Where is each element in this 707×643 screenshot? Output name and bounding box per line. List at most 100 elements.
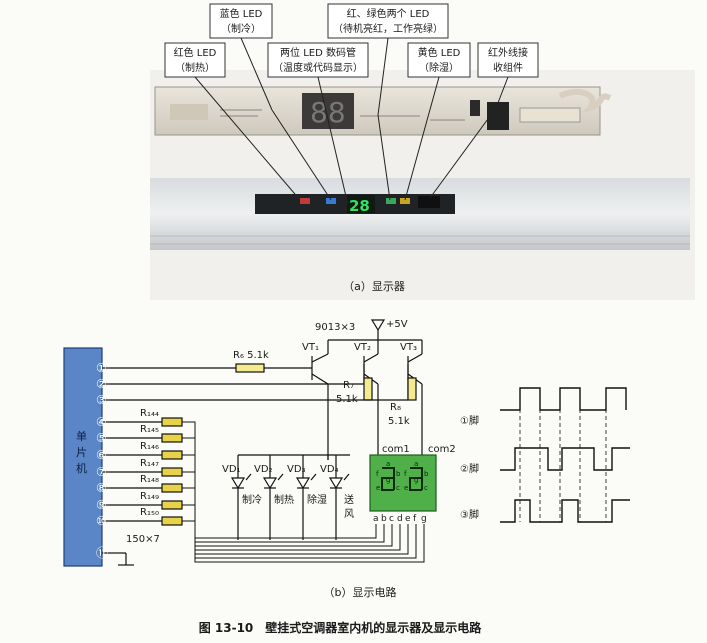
led-function: 除湿 (307, 493, 327, 506)
mcu-pin-7: ⑦ (96, 465, 107, 479)
callout-yellow-led-line1: 黄色 LED (418, 46, 461, 59)
ir-receiver-module (487, 102, 509, 130)
panel-digit-tube (347, 195, 375, 213)
digit-seg-label: e (376, 484, 380, 492)
mcu-pin-3: ③ (96, 393, 107, 407)
segment-resistor-label: R₁₄₈ (140, 474, 159, 485)
segment-resistor (161, 467, 183, 477)
segment-resistor (161, 500, 183, 510)
waveform-panel (500, 387, 630, 523)
led-label: VD₂ (254, 464, 273, 475)
panel-green-led (386, 198, 396, 204)
wave-label-pin1: ①脚 (460, 414, 479, 427)
mcu-pin-8: ⑧ (96, 481, 107, 495)
callout-red-green-led-line1: 红、绿色两个 LED (347, 7, 430, 20)
digit-glyph-1 (381, 467, 395, 491)
segment-letter-a: a (373, 514, 379, 524)
digit-glyph-2 (409, 467, 423, 491)
digit-seg-label: a (414, 460, 418, 468)
callout-red-led-line1: 红色 LED (174, 46, 217, 59)
resistor-r6 (235, 363, 265, 373)
segment-resistor-label: R₁₄₉ (140, 491, 159, 502)
led-label: VD₄ (320, 464, 339, 475)
pcb-digit-glyphs: 88 (310, 96, 346, 129)
vt1-label: VT₁ (302, 342, 319, 353)
r8-label: R₈ (390, 402, 401, 413)
r7-label: R₇ (343, 380, 354, 391)
mcu-pin-11: ⑪ (96, 546, 108, 560)
led-label: VD₃ (287, 464, 306, 475)
wave-label-pin2: ②脚 (460, 462, 479, 475)
segment-resistor (161, 516, 183, 526)
callout-ir-receiver-line2: 收组件 (493, 61, 523, 74)
segment-resistor-label: R₁₅₀ (140, 507, 159, 518)
panel-red-led (300, 198, 310, 204)
waveform-pin1 (500, 387, 627, 411)
mcu-pin-4: ④ (96, 415, 107, 429)
callout-yellow-led-line2: （除湿） (419, 61, 459, 74)
digit-module (369, 454, 437, 512)
vt2-label: VT₂ (354, 342, 371, 353)
segment-letter-e: e (405, 514, 411, 524)
mcu-label-1: 单 (76, 430, 87, 443)
led-symbol (295, 477, 311, 490)
segment-resistor (161, 483, 183, 493)
pcb-ir-part (470, 100, 480, 116)
segment-resistor (161, 417, 183, 427)
waveform-guides (519, 388, 607, 522)
callout-digit-tube-line2: （温度或代码显示） (273, 61, 363, 74)
transistor-type-label: 9013×3 (315, 322, 355, 333)
r7-value: 5.1k (336, 394, 358, 405)
pcb-silkscreen (170, 104, 465, 121)
resistor-r7 (363, 377, 373, 401)
callout-red-led-line2: （制热） (175, 61, 215, 74)
com1-label: com1 (382, 444, 410, 455)
led-function-2: 风 (344, 508, 354, 520)
mcu-block (63, 347, 103, 567)
display-photo: 88 28 红色 LED （制热） 蓝色 LED （制冷） (150, 3, 695, 300)
transistor-vt1 (311, 353, 329, 385)
resistor-r8 (407, 377, 417, 401)
callout-leaders (194, 37, 509, 206)
callout-digit-tube-line1: 两位 LED 数码管 (280, 46, 356, 59)
led-function: 送 (344, 493, 354, 506)
callout-red-led: 红色 LED （制热） (164, 42, 226, 78)
mcu-pin-2: ② (96, 377, 107, 391)
segment-resistor-label: R₁₄₆ (140, 441, 159, 452)
cable (558, 88, 612, 114)
pcb-connector (519, 107, 581, 123)
mcu-label-3: 机 (76, 461, 87, 475)
segment-resistor-label: R₁₄₇ (140, 458, 159, 469)
caption-a: （a）显示器 (343, 280, 405, 293)
digit-seg-label: c (424, 484, 428, 492)
digit-seg-label: c (396, 484, 400, 492)
digit-seg-label: b (396, 470, 401, 478)
callout-yellow-led: 黄色 LED （除湿） (407, 42, 471, 78)
vcc-label: +5V (386, 319, 408, 330)
panel-yellow-led (400, 198, 410, 204)
segment-letter-g: g (421, 514, 427, 524)
segment-letter-c: c (389, 514, 394, 524)
led-label: VD₁ (222, 464, 241, 475)
figure-title: 图 13-10 壁挂式空调器室内机的显示器及显示电路 (199, 620, 483, 635)
display-reading: 28 (349, 197, 370, 215)
digit-seg-label: g (414, 476, 418, 484)
r6-label: R₆ 5.1k (233, 350, 269, 361)
callout-red-green-led: 红、绿色两个 LED （待机亮红，工作亮绿） (327, 3, 449, 39)
callout-blue-led-line2: （制冷） (221, 22, 261, 35)
callout-digit-tube: 两位 LED 数码管 （温度或代码显示） (267, 42, 369, 78)
digit-seg-label: b (424, 470, 429, 478)
segment-resistor (161, 433, 183, 443)
segment-letter-f: f (413, 514, 417, 524)
callout-ir-receiver-line1: 红外线接 (488, 46, 528, 59)
callout-blue-led: 蓝色 LED （制冷） (209, 3, 273, 39)
digit-seg-label: a (386, 460, 390, 468)
wave-label-pin3: ③脚 (460, 508, 479, 521)
mcu-pin-6: ⑥ (96, 448, 107, 462)
